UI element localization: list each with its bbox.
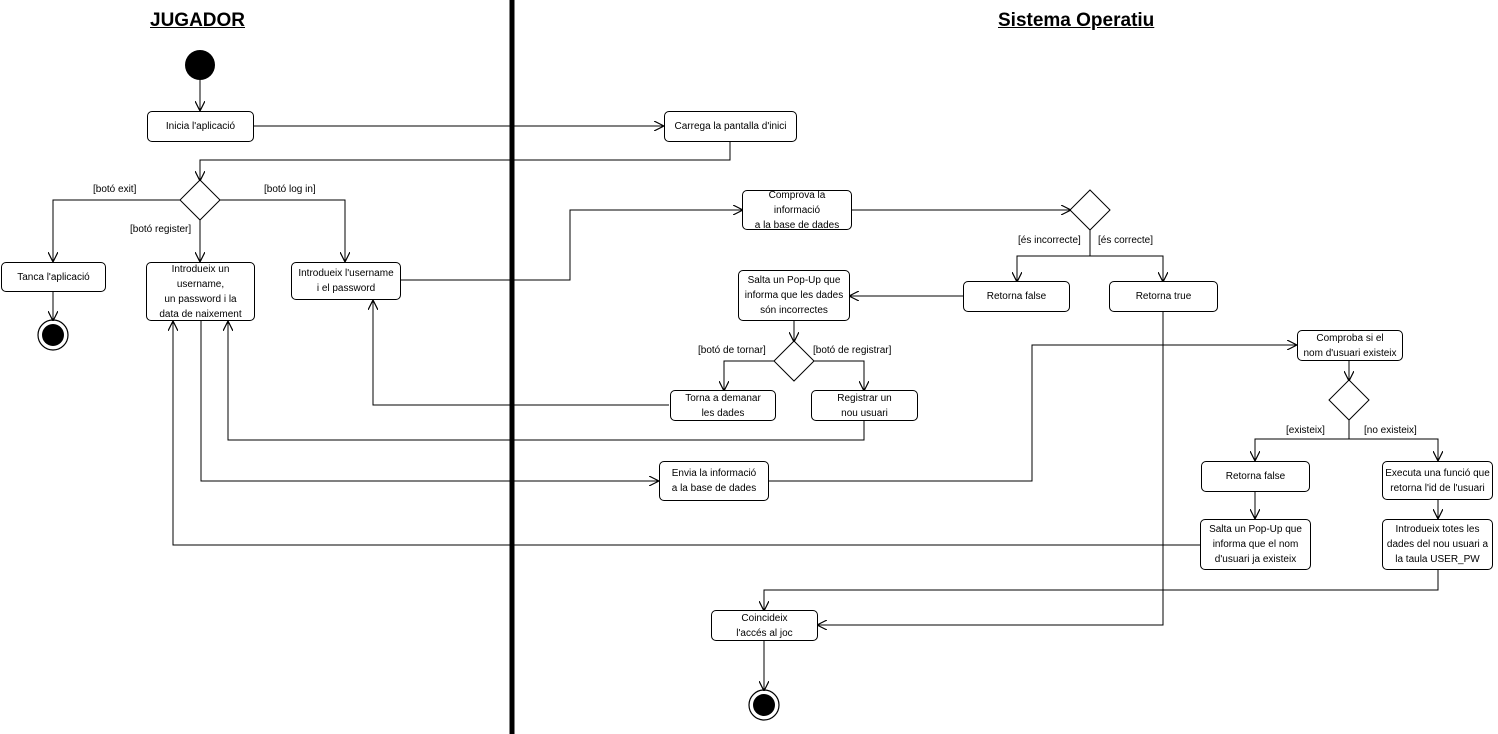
decision-main-menu (179, 179, 221, 221)
guard-tornar: [botó de tornar] (698, 345, 766, 356)
activity-carrega: Carrega la pantalla d'inici (664, 111, 797, 142)
flow-decision-no-existeix (1348, 420, 1438, 460)
guard-login: [botó log in] (264, 184, 316, 195)
activity-popup-incorrectes: Salta un Pop-Up que informa que les dade… (738, 270, 850, 321)
activity-tanca: Tanca l'aplicació (1, 262, 106, 292)
activity-comprova-info: Comprova la informació a la base de dade… (742, 190, 852, 231)
activity-introdueix-login: Introdueix l'username i el password (291, 262, 401, 300)
flow-introdueix-coincideix (764, 570, 1439, 610)
flow-decision-login (220, 199, 345, 261)
flow-decision-registrar (814, 360, 864, 390)
activity-comprova-usuari: Comproba si el nom d'usuari existeix (1297, 330, 1403, 361)
activity-popup-existeix: Salta un Pop-Up que informa que el nom d… (1200, 519, 1311, 570)
activity-coincideix: Coincideix l'accés al joc (711, 610, 818, 641)
guard-register: [botó register] (130, 224, 192, 235)
activity-registrar-usuari: Registrar un nou usuari (811, 390, 918, 421)
activity-executa-funcio: Executa una funció que retorna l'id de l… (1382, 461, 1493, 500)
activity-introdueix-dades: Introdueix totes les dades del nou usuar… (1382, 519, 1493, 570)
guard-exit: [botó exit] (93, 184, 137, 195)
activity-inicia: Inicia l'aplicació (147, 111, 254, 142)
control-flows (53, 80, 1438, 690)
guard-no-existeix: [no existeix] (1364, 425, 1417, 436)
flow-true-coincideix (818, 312, 1164, 625)
flow-login-comprova (400, 210, 742, 281)
flow-decision-tornar (724, 360, 774, 390)
flow-decision-true (1089, 230, 1163, 281)
lane-title-sistema: Sistema Operatiu (998, 10, 1155, 31)
flow-popup-existeix-register (173, 322, 1200, 546)
flow-envia-comprova-usuari (769, 345, 1296, 482)
guard-incorrecte: [és incorrecte] (1018, 235, 1081, 246)
flow-registrar-register (228, 322, 865, 441)
decision-login-check (1069, 189, 1111, 231)
decision-user-exists (1328, 379, 1370, 421)
decision-popup-choice (773, 340, 815, 382)
initial-node (185, 50, 215, 80)
activity-retorna-true: Retorna true (1109, 281, 1218, 312)
flow-carrega-decision (200, 142, 731, 180)
guard-correcte: [és correcte] (1098, 235, 1154, 246)
activity-torna-demanar: Torna a demanar les dades (670, 390, 776, 421)
flow-register-envia (200, 321, 658, 481)
final-node-game (748, 689, 780, 721)
final-node-exit (37, 319, 69, 351)
flow-tornar-login (373, 301, 669, 406)
activity-retorna-false-login: Retorna false (963, 281, 1070, 312)
activity-envia-info: Envia la informació a la base de dades (659, 461, 769, 501)
activity-introdueix-register: Introdueix un username, un password i la… (146, 262, 255, 321)
guard-registrar: [botó de registrar] (813, 345, 892, 356)
lane-title-jugador: JUGADOR (150, 10, 246, 31)
guard-existeix: [existeix] (1286, 425, 1325, 436)
activity-retorna-false-user: Retorna false (1201, 461, 1310, 492)
flow-decision-tanca (53, 199, 180, 261)
